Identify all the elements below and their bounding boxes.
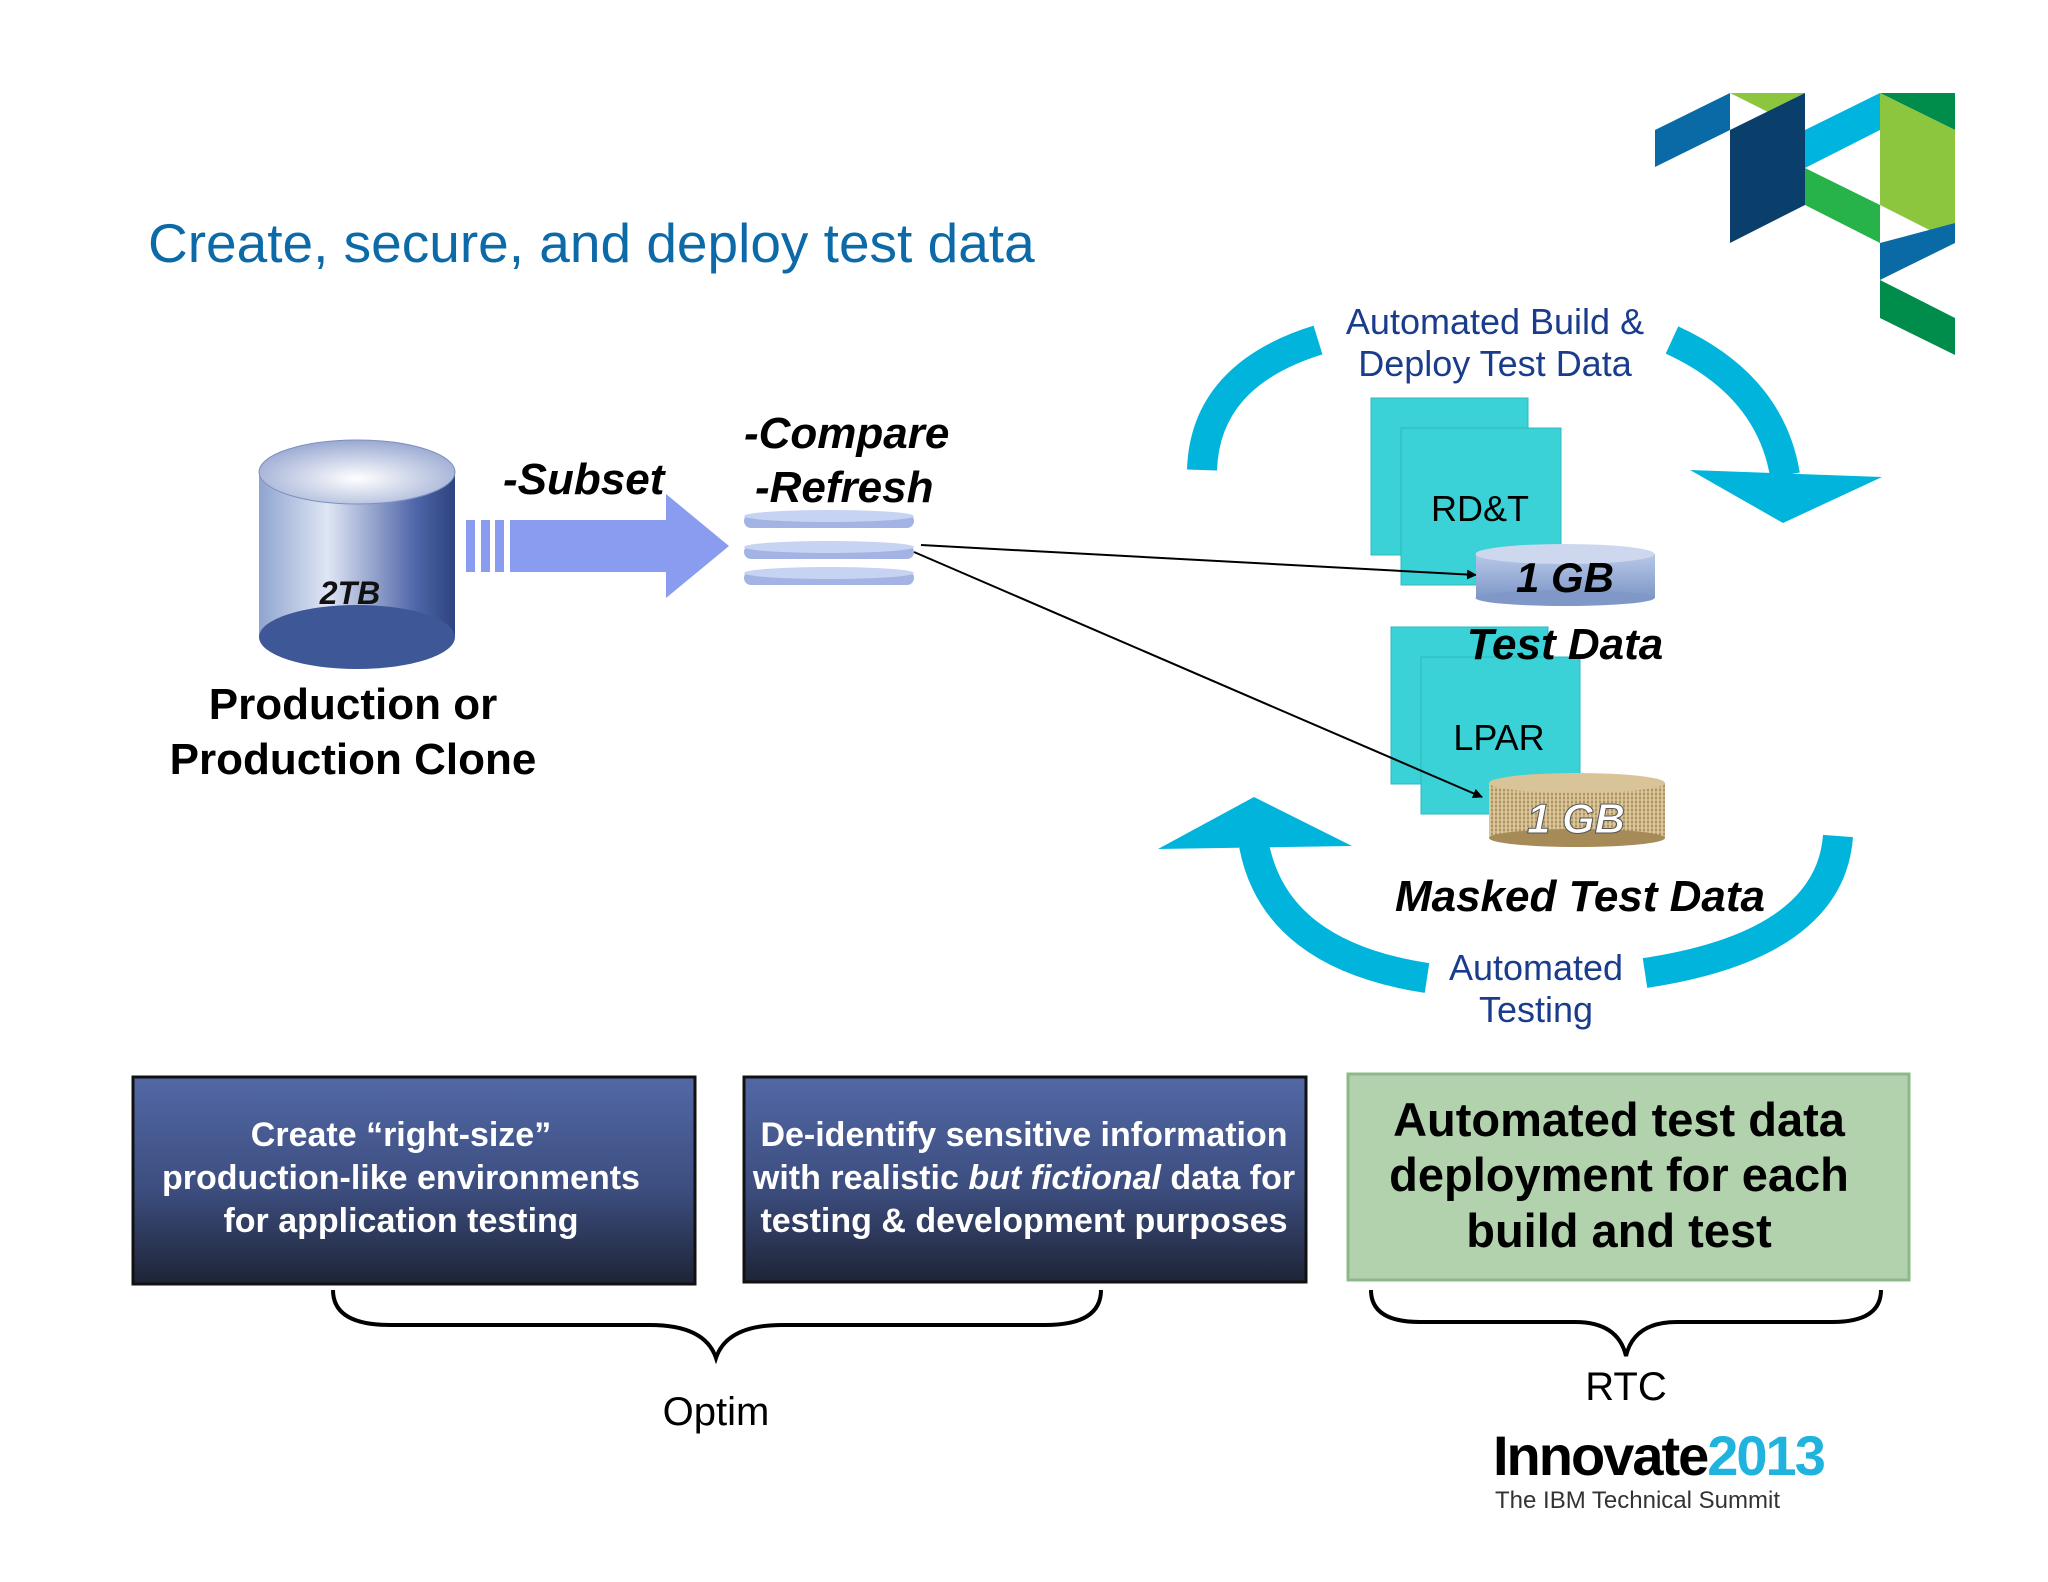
cycle-arrowhead-down-icon: [1690, 470, 1882, 523]
box-de-identify: [742, 1075, 1308, 1284]
ibm-innovate-corner-graphic: [1655, 93, 1955, 355]
box2-line3: testing & development purposes: [760, 1202, 1287, 1240]
connector-arrow-rdt: [920, 544, 1477, 580]
box-right-size: [131, 1075, 697, 1286]
rdt-label: RD&T: [1431, 488, 1529, 529]
cycle-top-line2: Deploy Test Data: [1358, 343, 1632, 384]
lpar-server-icon: [1390, 626, 1581, 815]
slide-title: Create, secure, and deploy test data: [148, 212, 1035, 274]
masked-data-size: 1 GB: [1527, 795, 1625, 842]
source-caption-line2: Production Clone: [170, 735, 537, 784]
refresh-label: -Refresh: [755, 463, 934, 512]
logo-wordmark: Innovate2013: [1493, 1424, 1825, 1487]
production-database-icon: [258, 439, 456, 669]
box1-line1: Create “right-size”: [251, 1116, 551, 1154]
box1-line3: for application testing: [223, 1202, 578, 1240]
box2-line2-a: with realistic: [752, 1159, 968, 1197]
test-data-size: 1 GB: [1516, 554, 1614, 601]
test-data-disk-icon: [1475, 544, 1655, 606]
box3-line1: Automated test data: [1393, 1093, 1846, 1146]
innovate-2013-logo: Innovate2013 The IBM Technical Summit: [1493, 1424, 1827, 1514]
compare-label: -Compare: [744, 409, 949, 458]
cycle-arrows-icon: [1187, 325, 1853, 993]
box2-line2-c: data for: [1161, 1159, 1295, 1197]
optim-brace: [331, 1289, 1103, 1365]
subset-arrow-icon: [466, 494, 729, 598]
cycle-top-line1: Automated Build &: [1346, 301, 1644, 342]
box2-line2-italic: but fictional: [968, 1159, 1162, 1197]
logo-tagline: The IBM Technical Summit: [1495, 1487, 1780, 1514]
lpar-label: LPAR: [1453, 717, 1544, 758]
box2-line1: De-identify sensitive information: [760, 1116, 1287, 1154]
source-size-label: 2TB: [319, 575, 380, 611]
subset-disk-stack-icon: [744, 510, 914, 585]
rtc-brace: [1369, 1289, 1883, 1357]
masked-data-caption: Masked Test Data: [1395, 872, 1765, 921]
box2-line2: with realistic but fictional data for: [752, 1159, 1295, 1197]
rtc-label: RTC: [1585, 1365, 1666, 1409]
masked-data-disk-icon: [1489, 773, 1665, 847]
subset-label: -Subset: [503, 455, 667, 504]
logo-year: 2013: [1707, 1424, 1824, 1487]
test-data-caption: Test Data: [1467, 620, 1663, 669]
cycle-bottom-line2: Testing: [1479, 989, 1593, 1030]
source-caption-line1: Production or: [209, 680, 497, 729]
optim-label: Optim: [663, 1390, 770, 1434]
box3-line2: deployment for each: [1389, 1148, 1849, 1201]
logo-word: Innovate: [1493, 1424, 1708, 1487]
cycle-bottom-line1: Automated: [1449, 947, 1623, 988]
box3-line3: build and test: [1466, 1204, 1772, 1257]
connector-arrow-lpar: [913, 551, 1483, 799]
box-automated-deployment: [1346, 1072, 1911, 1282]
cycle-arrowhead-up-icon: [1158, 797, 1352, 849]
box1-line2: production-like environments: [162, 1159, 640, 1197]
